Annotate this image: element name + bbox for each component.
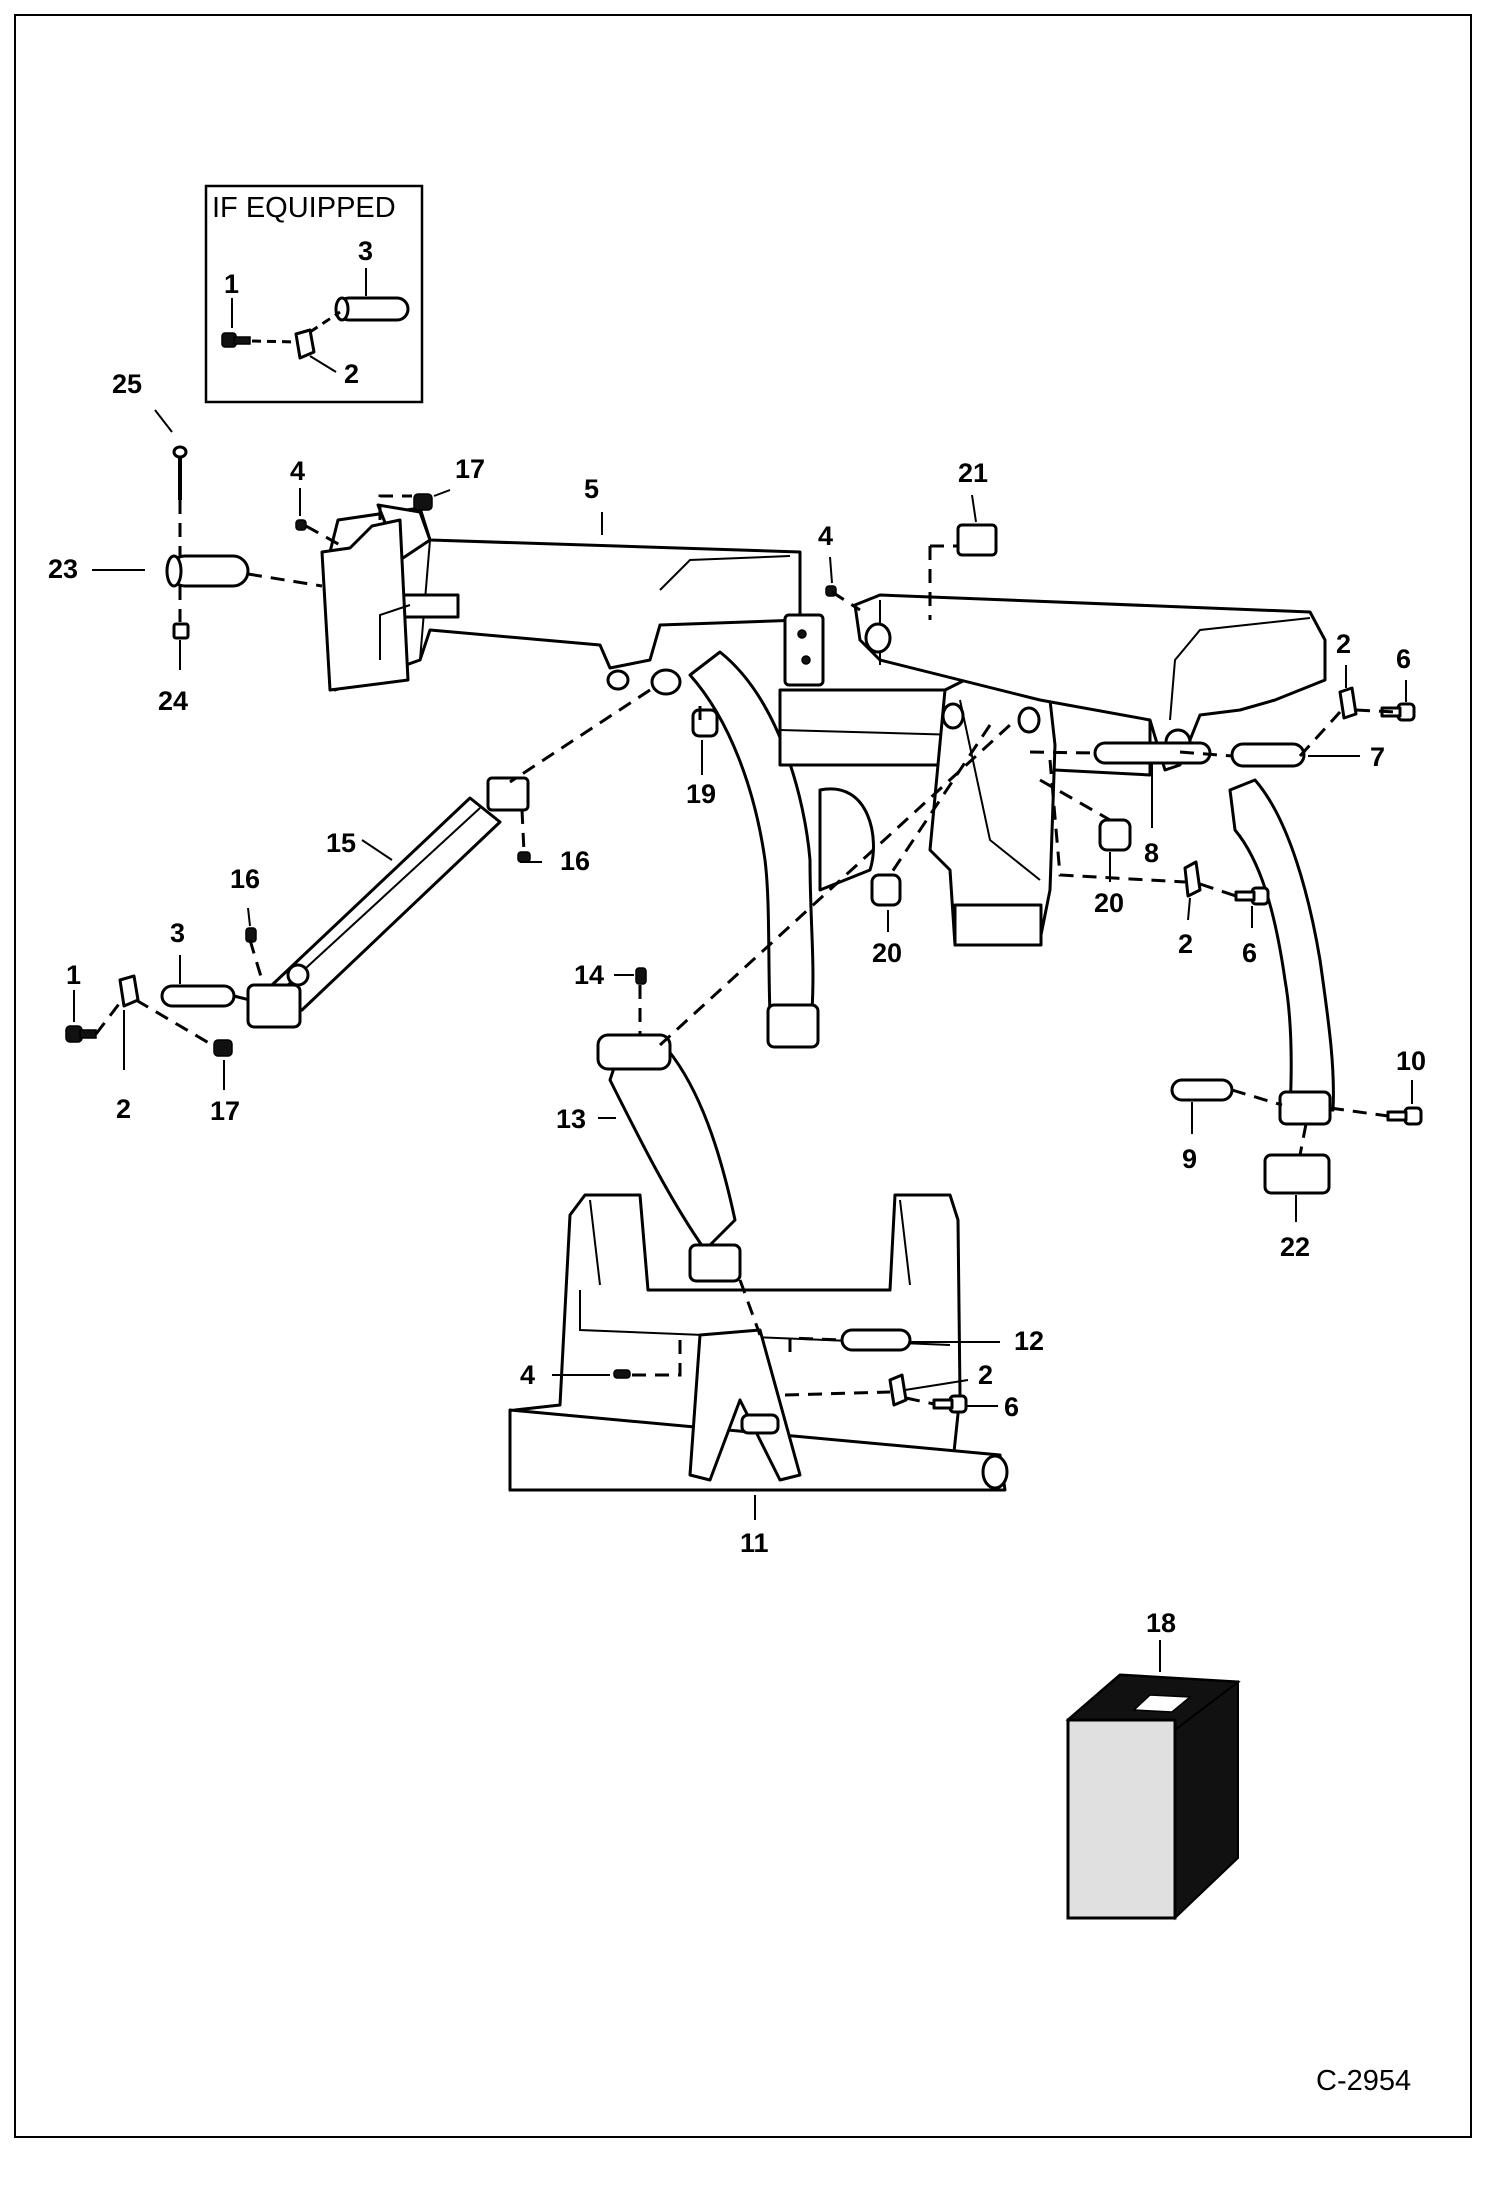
callout-11: 11 xyxy=(740,1528,769,1558)
callout-10: 10 xyxy=(1396,1046,1426,1076)
attachment-plate xyxy=(508,1193,1009,1492)
pin-7 xyxy=(1230,742,1306,768)
nut-17b xyxy=(213,1039,233,1057)
callout-inset-1: 1 xyxy=(224,269,239,299)
callout-24: 24 xyxy=(158,686,188,716)
callout-2-right-top: 2 xyxy=(1336,629,1351,659)
callout-2-left: 2 xyxy=(116,1094,131,1124)
upright-bracket xyxy=(320,518,411,692)
assembly-lines xyxy=(94,494,1397,1406)
callout-13: 13 xyxy=(556,1104,586,1134)
callout-6-right-mid: 6 xyxy=(1242,938,1257,968)
inset-bolt xyxy=(221,332,251,348)
callout-3: 3 xyxy=(170,918,185,948)
nut-24 xyxy=(172,622,190,640)
callout-20-right: 20 xyxy=(1094,888,1124,918)
bushing-19 xyxy=(691,708,719,738)
drawing-frame xyxy=(14,14,1472,2138)
grease-fitting-16b xyxy=(517,851,531,863)
inset-title: IF EQUIPPED xyxy=(212,192,396,224)
pin-12 xyxy=(840,1328,912,1352)
grease-fitting-14 xyxy=(635,967,647,985)
callout-inset-2: 2 xyxy=(344,359,359,389)
callout-17-top: 17 xyxy=(455,454,485,484)
tilt-cylinder xyxy=(596,1033,742,1283)
callout-22: 22 xyxy=(1280,1232,1310,1262)
leader-lines xyxy=(73,409,1413,1672)
callout-12: 12 xyxy=(1014,1326,1044,1356)
decal-kit-box xyxy=(1065,1673,1241,1921)
pin-23 xyxy=(165,554,250,588)
inset-if-equipped: IF EQUIPPED xyxy=(204,184,424,404)
center-bracket xyxy=(928,678,1057,947)
callout-25: 25 xyxy=(112,369,142,399)
grease-fitting-4c xyxy=(613,1369,631,1379)
bushing-20a xyxy=(1098,818,1132,852)
callout-5: 5 xyxy=(584,474,599,504)
bolt-25 xyxy=(172,445,188,500)
inset-pin xyxy=(334,296,410,322)
callout-7: 7 xyxy=(1370,742,1385,772)
bolt-10 xyxy=(1386,1106,1423,1126)
callout-21: 21 xyxy=(958,458,988,488)
callout-15: 15 xyxy=(326,828,356,858)
nut-17a xyxy=(413,493,433,511)
callout-16-right: 16 xyxy=(560,846,590,876)
bushing-22 xyxy=(1263,1153,1331,1195)
bushing-20b xyxy=(870,873,902,907)
callout-8: 8 xyxy=(1144,838,1159,868)
callout-4-top-left: 4 xyxy=(290,456,305,486)
retainer-plate-2a xyxy=(1338,686,1358,720)
lift-arm-right xyxy=(853,593,1335,1126)
callout-inset-3: 3 xyxy=(358,236,373,266)
callout-labels: 1 2 3 25 23 24 4 17 5 21 4 2 6 7 19 8 20… xyxy=(48,236,1426,1638)
retainer-plate-2b xyxy=(1183,860,1202,898)
callout-17-left: 17 xyxy=(210,1096,240,1126)
callout-6-right-top: 6 xyxy=(1396,644,1411,674)
callout-18: 18 xyxy=(1146,1608,1176,1638)
bolt-1 xyxy=(65,1025,97,1043)
retainer-plate-2d xyxy=(888,1373,908,1407)
drawing-number: C-2954 xyxy=(1316,2065,1411,2097)
retainer-plate-2c xyxy=(118,974,140,1008)
bolt-6b xyxy=(1234,886,1270,906)
callout-16-left: 16 xyxy=(230,864,260,894)
inset-retainer-plate xyxy=(294,328,316,360)
callout-19: 19 xyxy=(686,779,716,809)
grease-fitting-4a xyxy=(295,519,307,531)
callout-23: 23 xyxy=(48,554,78,584)
callout-1: 1 xyxy=(66,960,81,990)
callout-2-right-mid: 2 xyxy=(1178,929,1193,959)
callout-6-bottom: 6 xyxy=(1004,1392,1019,1422)
callout-9: 9 xyxy=(1182,1144,1197,1174)
pin-3 xyxy=(160,984,236,1008)
callout-2-bottom: 2 xyxy=(978,1360,993,1390)
lift-cylinder xyxy=(246,776,530,1029)
callout-14: 14 xyxy=(574,960,604,990)
callout-20-center: 20 xyxy=(872,938,902,968)
pin-9 xyxy=(1170,1078,1234,1102)
callout-4-top-right: 4 xyxy=(818,521,833,551)
bushing-21 xyxy=(956,523,998,557)
callout-4-bottom: 4 xyxy=(520,1360,535,1390)
